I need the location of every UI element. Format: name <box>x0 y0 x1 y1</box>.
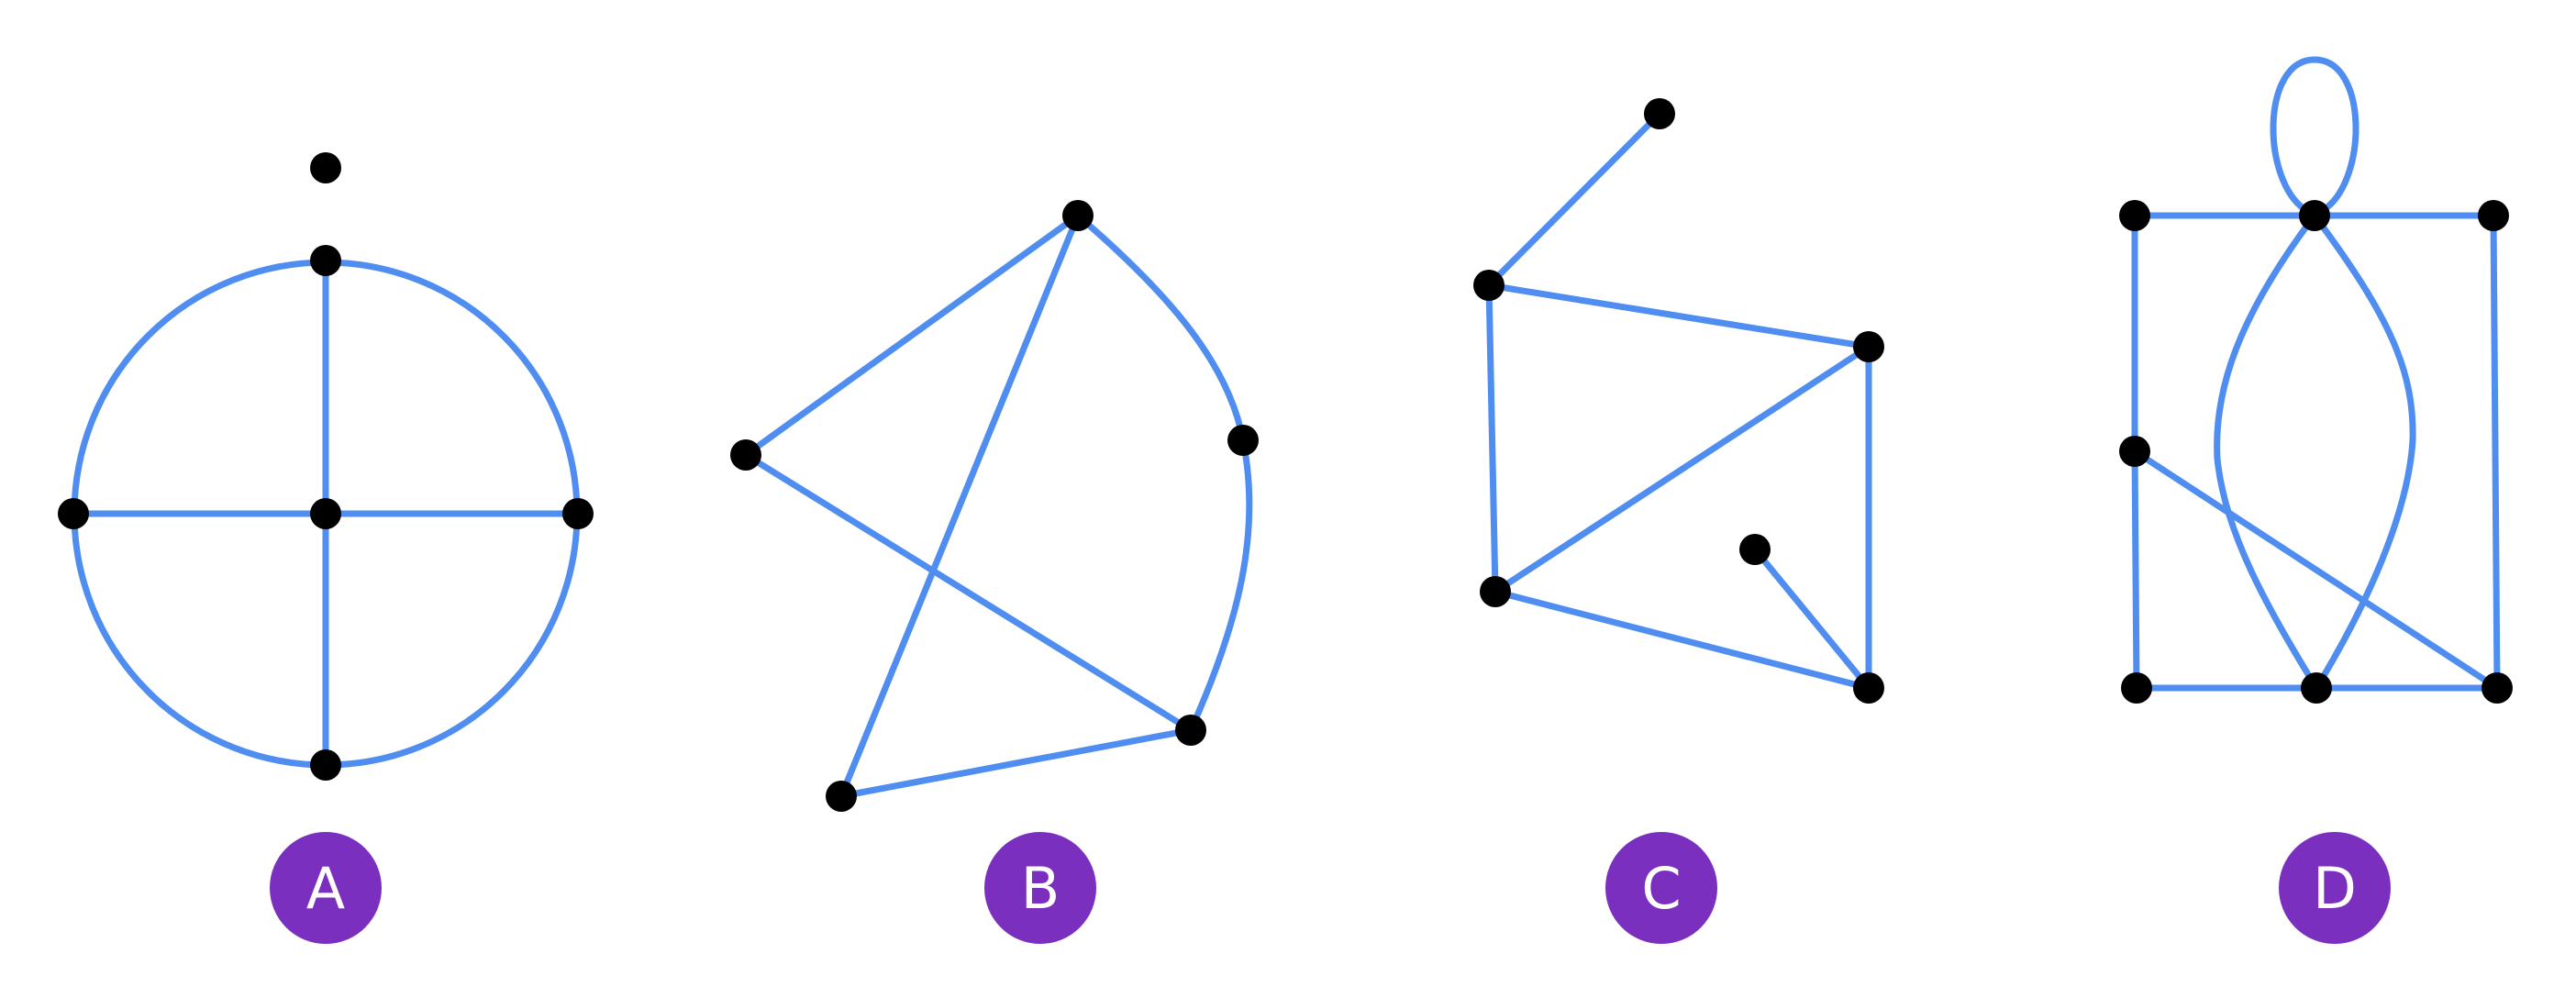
graph-c-edge-bottomleft-midright <box>1492 343 1872 595</box>
graph-b-vertex-left <box>730 439 761 471</box>
graph-b-edge-left-bottomright <box>742 451 1194 734</box>
graph-c-vertex-mid-right <box>1853 331 1884 362</box>
graph-b-vertex-right <box>1227 425 1259 456</box>
graph-c-vertex-bottom-right <box>1853 672 1884 704</box>
graph-d-vertex-top-center <box>2299 200 2330 231</box>
graph-c-edge-bottomleft-bottomright <box>1492 588 1872 692</box>
graph-b-curved-edge-right-bottomright <box>1187 437 1253 734</box>
graph-d-label-badge: D <box>2279 832 2391 944</box>
graph-b-vertex-top <box>1062 200 1094 231</box>
graph-d-curved-edge-right <box>2311 212 2416 692</box>
graph-a-label: A <box>306 855 345 922</box>
graph-a-vertex-bottom <box>310 749 341 781</box>
graph-d-edge-diagonal <box>2131 448 2501 692</box>
graph-b-edge-top-bottomleft <box>838 212 1082 800</box>
graph-b-edge-left-top <box>742 212 1082 459</box>
graph-d-vertex-bottom-left <box>2121 672 2152 704</box>
graph-d-vertex-top-right <box>2478 200 2509 231</box>
graph-b-edge-bottomleft-bottomright <box>838 726 1194 800</box>
graph-c-vertex-top-left <box>1473 270 1505 301</box>
graph-a-vertex-left <box>58 498 89 529</box>
graph-d-vertex-top-left <box>2119 200 2150 231</box>
graph-c-vertex-top <box>1644 98 1675 129</box>
graph-c-vertex-inner <box>1739 534 1771 565</box>
graph-b: B <box>730 200 1259 944</box>
graph-d-edge-right <box>2490 212 2501 692</box>
graph-b-label-badge: B <box>984 832 1096 944</box>
graph-d-edge-left-lower <box>2131 448 2140 692</box>
graph-c-edge-inner-bottomright <box>1751 546 1872 692</box>
graph-c-label-badge: C <box>1605 832 1717 944</box>
graph-a-vertex-right <box>562 498 594 529</box>
graph-c-edge-topleft-bottomleft <box>1485 282 1499 595</box>
graph-a-label-badge: A <box>270 832 382 944</box>
graph-d: D <box>2119 56 2513 944</box>
graph-d-curved-edge-left <box>2214 212 2320 692</box>
graph-c-label: C <box>1641 855 1681 922</box>
graph-c-vertex-bottom-left <box>1480 576 1511 607</box>
graph-a: A <box>58 152 594 944</box>
graph-c: C <box>1473 98 1884 944</box>
graph-a-vertex-top <box>310 245 341 276</box>
graph-d-vertex-mid-left <box>2119 436 2150 467</box>
graph-c-edge-topleft-midright <box>1485 282 1872 350</box>
graph-d-vertex-bottom-right <box>2482 672 2513 704</box>
graph-a-vertex-center <box>310 498 341 529</box>
graph-d-label: D <box>2313 855 2357 922</box>
graph-b-vertex-bottom-right <box>1175 715 1206 746</box>
graph-b-curved-edge-top-right <box>1074 212 1247 444</box>
graph-a-vertex-isolated <box>310 152 341 183</box>
graph-b-vertex-bottom-left <box>826 781 857 812</box>
graph-d-vertex-bottom-center <box>2301 672 2332 704</box>
graph-c-edge-topleft-top <box>1485 110 1663 289</box>
graph-d-loop-edge <box>2270 56 2359 213</box>
graph-b-label: B <box>1021 855 1060 922</box>
